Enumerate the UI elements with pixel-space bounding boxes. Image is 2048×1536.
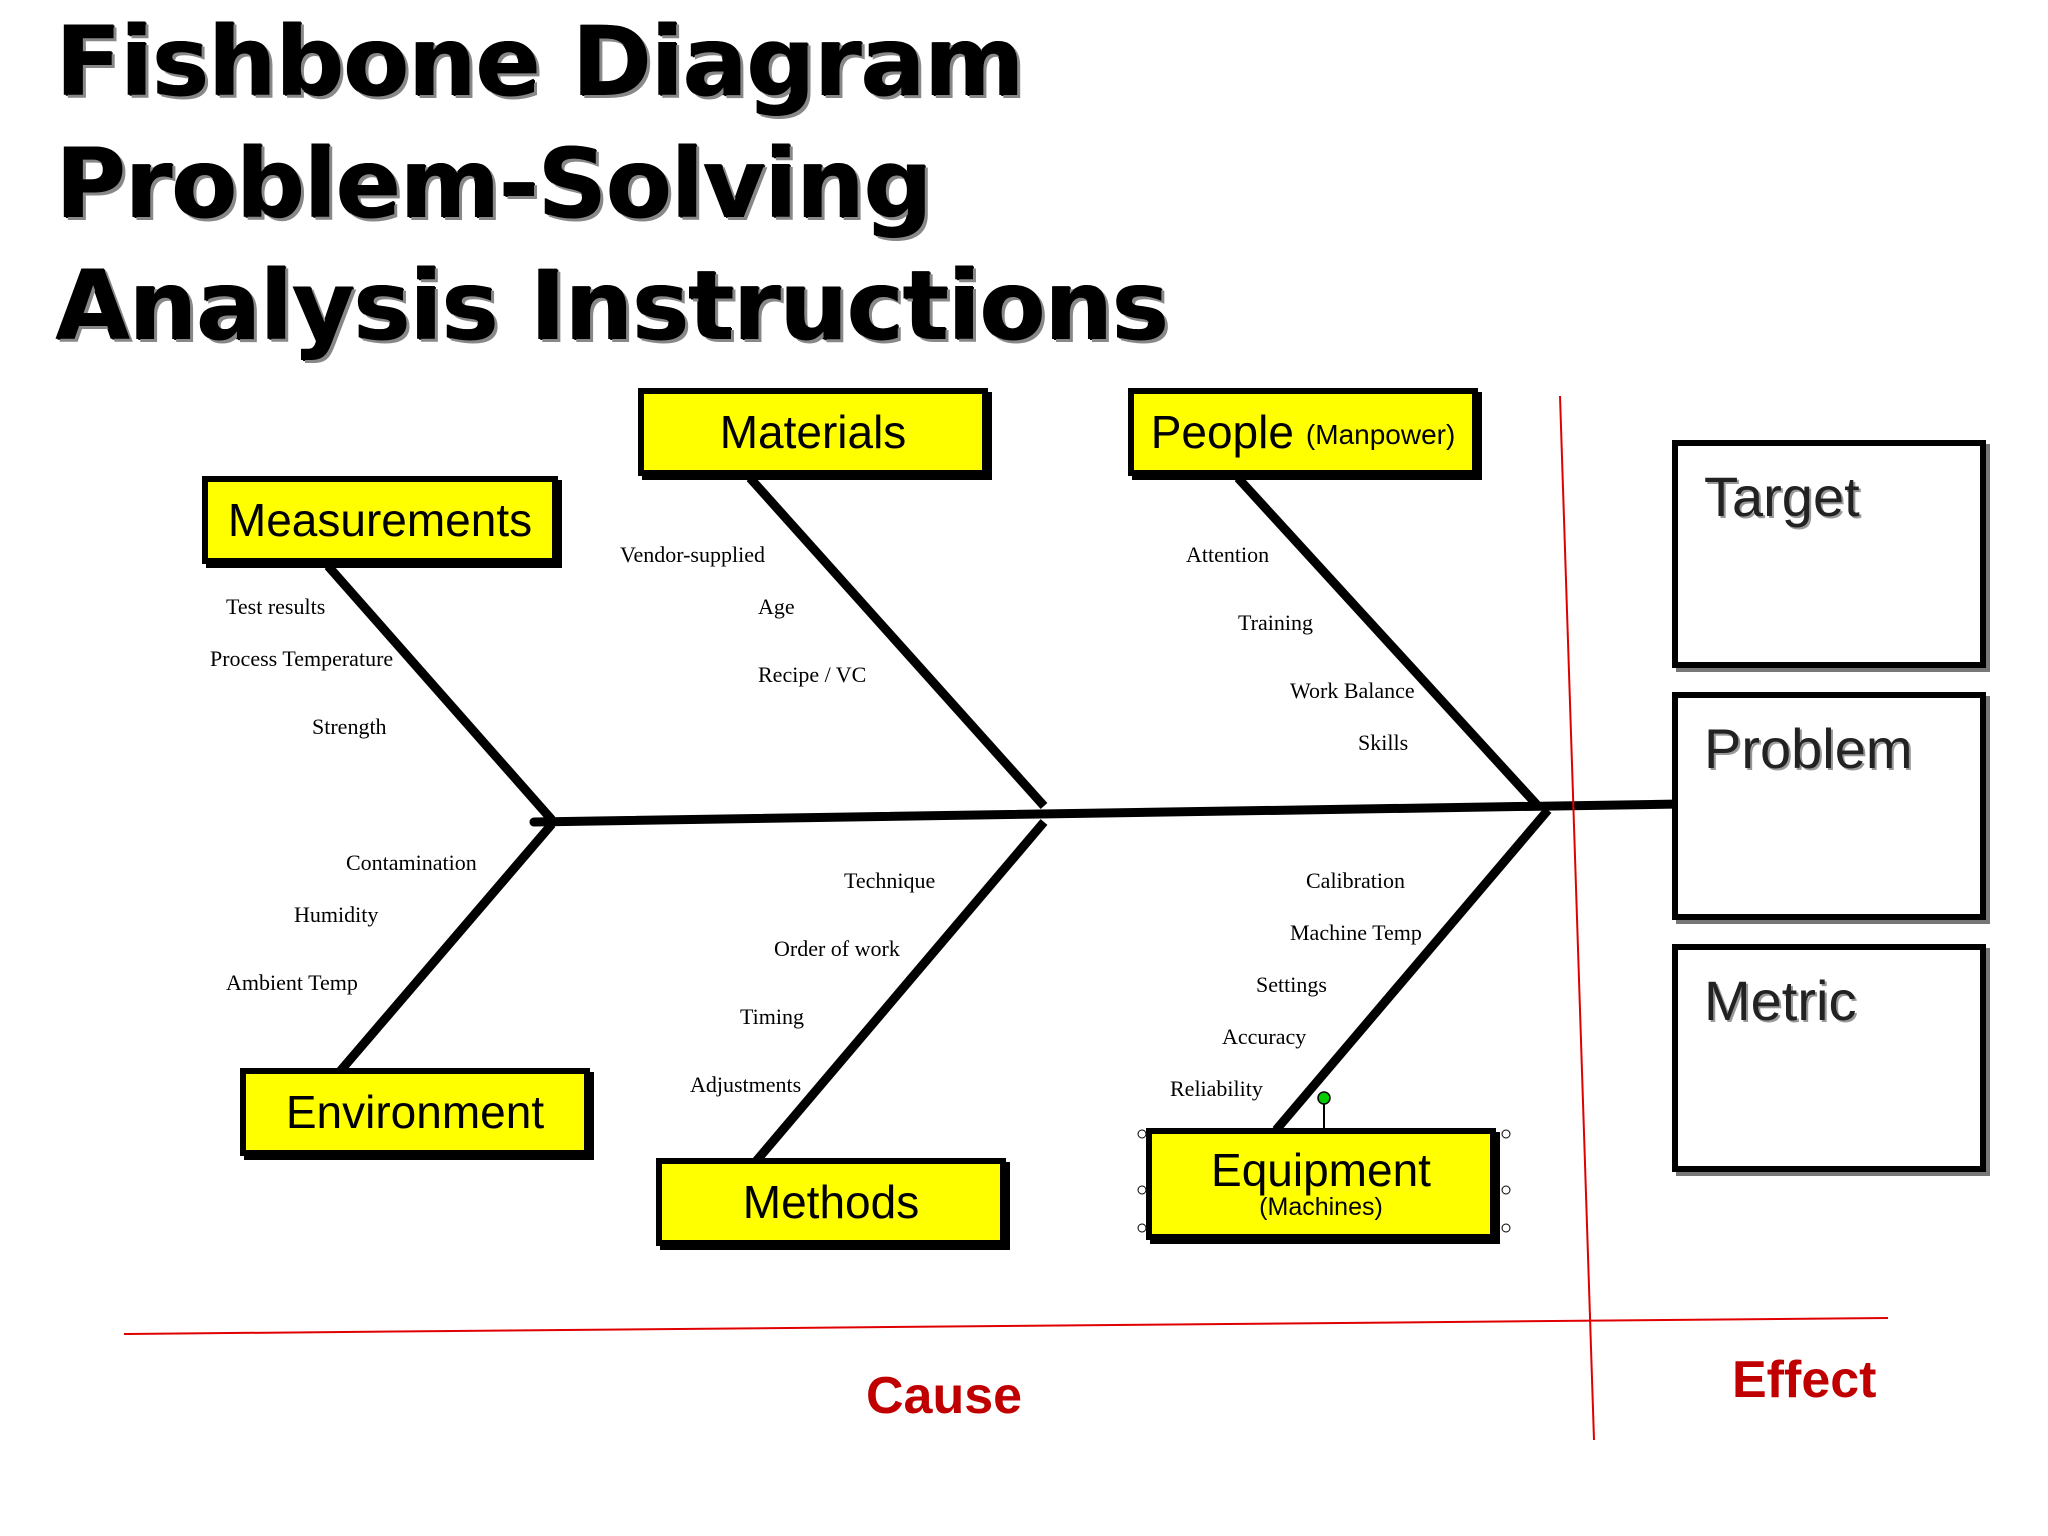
category-environment-label: Environment <box>285 1085 545 1138</box>
category-equipment-label: Equipment <box>1211 1144 1431 1197</box>
cause-order-of-work: Order of work <box>774 936 900 961</box>
cause-test-results: Test results <box>226 594 326 619</box>
cause-work-balance: Work Balance <box>1290 678 1415 703</box>
effect-box-problem[interactable]: Problem <box>1672 692 1986 920</box>
cause-settings: Settings <box>1256 972 1327 997</box>
effect-target-label: Target <box>1704 465 1860 528</box>
divider-horizontal <box>123 1317 1889 1335</box>
cause-reliability: Reliability <box>1170 1076 1263 1101</box>
bone-materials <box>746 474 1048 810</box>
effect-problem-label: Problem <box>1704 717 1913 780</box>
cause-attention: Attention <box>1186 542 1270 567</box>
cause-humidity: Humidity <box>294 902 379 927</box>
category-materials-label: Materials <box>719 405 907 458</box>
cause-ambient-temp: Ambient Temp <box>226 970 358 995</box>
cause-recipe-vc: Recipe / VC <box>758 662 867 687</box>
cause-skills: Skills <box>1358 730 1409 755</box>
title-line-1: Fishbone Diagram <box>56 6 1025 118</box>
selection-handles <box>1137 1129 1511 1233</box>
cause-machine-temp: Machine Temp <box>1290 920 1422 945</box>
bone-environment <box>332 821 556 1079</box>
category-measurements-label: Measurements <box>227 493 533 546</box>
category-environment[interactable]: Environment <box>240 1068 590 1156</box>
cause-calibration: Calibration <box>1306 868 1405 893</box>
title-line-3: Analysis Instructions <box>56 250 1169 362</box>
rotation-handle <box>1317 1091 1331 1105</box>
effect-metric-label: Metric <box>1704 969 1857 1032</box>
category-people-label: People <box>1150 405 1294 458</box>
cause-accuracy: Accuracy <box>1222 1024 1307 1049</box>
cause-age: Age <box>758 594 795 619</box>
category-people[interactable]: People (Manpower) <box>1128 388 1478 476</box>
bone-methods <box>748 819 1048 1169</box>
effect-box-metric[interactable]: Metric <box>1672 944 1986 1172</box>
category-equipment-sublabel: (Machines) <box>1259 1193 1383 1222</box>
effect-box-target[interactable]: Target <box>1672 440 1986 668</box>
cause-technique: Technique <box>844 868 936 893</box>
category-materials[interactable]: Materials <box>638 388 988 476</box>
spine <box>529 799 1685 827</box>
zone-label-cause: Cause <box>866 1367 1023 1425</box>
cause-contamination: Contamination <box>346 850 477 875</box>
cause-vendor-supplied: Vendor-supplied <box>620 542 765 567</box>
divider-vertical <box>1559 395 1595 1441</box>
cause-process-temperature: Process Temperature <box>210 646 394 671</box>
category-people-sublabel: (Manpower) <box>1305 419 1456 450</box>
bone-measurements <box>324 563 556 823</box>
cause-timing: Timing <box>740 1004 805 1029</box>
cause-adjustments: Adjustments <box>690 1072 802 1097</box>
cause-strength: Strength <box>312 714 387 739</box>
category-methods-label: Methods <box>742 1175 920 1228</box>
category-methods[interactable]: Methods <box>656 1158 1006 1246</box>
zone-label-effect: Effect <box>1732 1351 1877 1409</box>
bone-equipment <box>1272 807 1552 1133</box>
category-measurements[interactable]: Measurements <box>202 476 558 564</box>
cause-training: Training <box>1238 610 1313 635</box>
category-equipment[interactable]: Equipment (Machines) <box>1146 1128 1496 1240</box>
bone-people <box>1234 474 1542 810</box>
title-line-2: Problem-Solving <box>56 128 933 240</box>
